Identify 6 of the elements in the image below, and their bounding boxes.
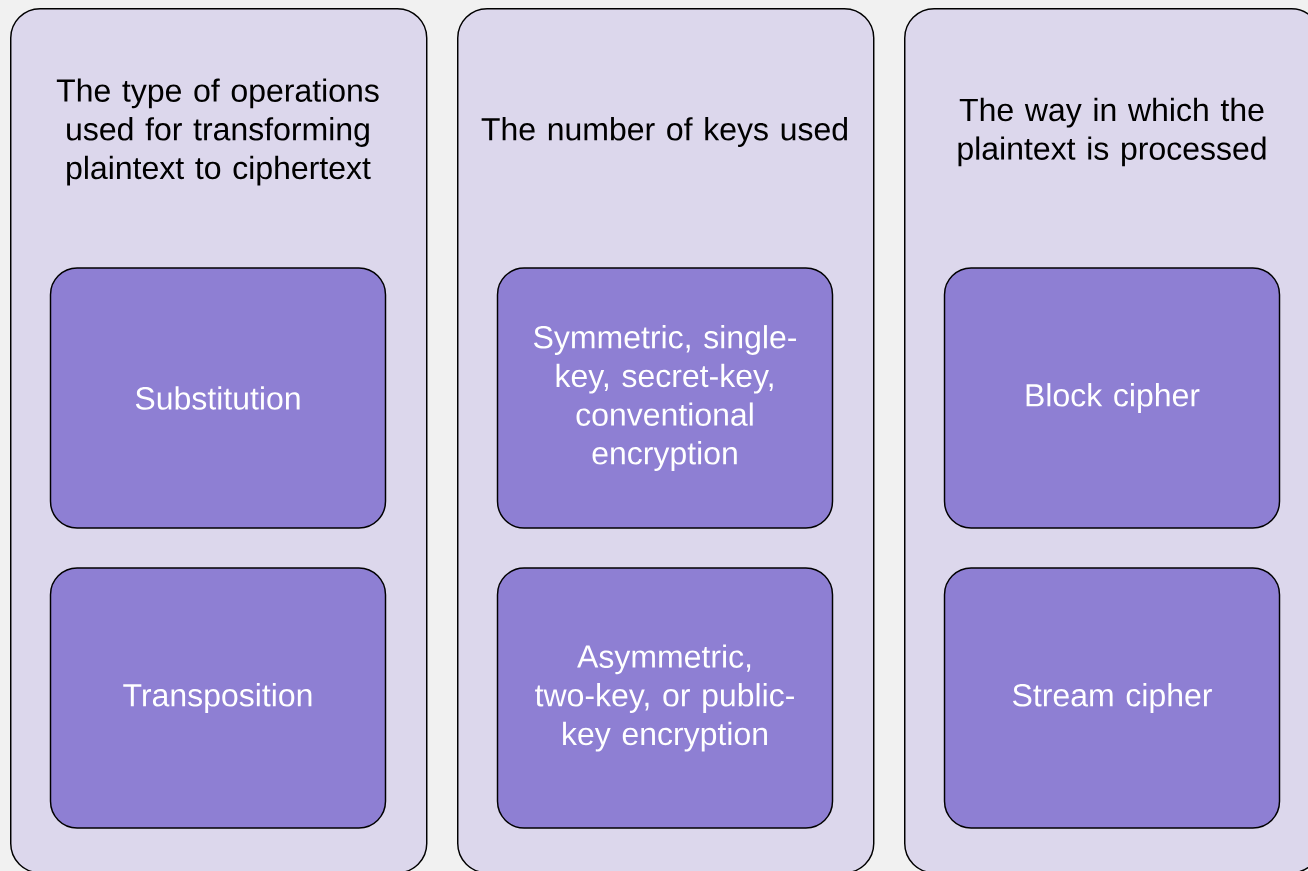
category-box: Symmetric, single-key, secret-key, conventional encryption: [496, 267, 834, 529]
category-box: Block cipher: [943, 267, 1281, 529]
category-box: Asymmetric, two-key, or public-key encryption: [496, 567, 834, 829]
category-box: Transposition: [49, 567, 387, 829]
category-box: Stream cipher: [943, 567, 1281, 829]
category-box: Substitution: [49, 267, 387, 529]
